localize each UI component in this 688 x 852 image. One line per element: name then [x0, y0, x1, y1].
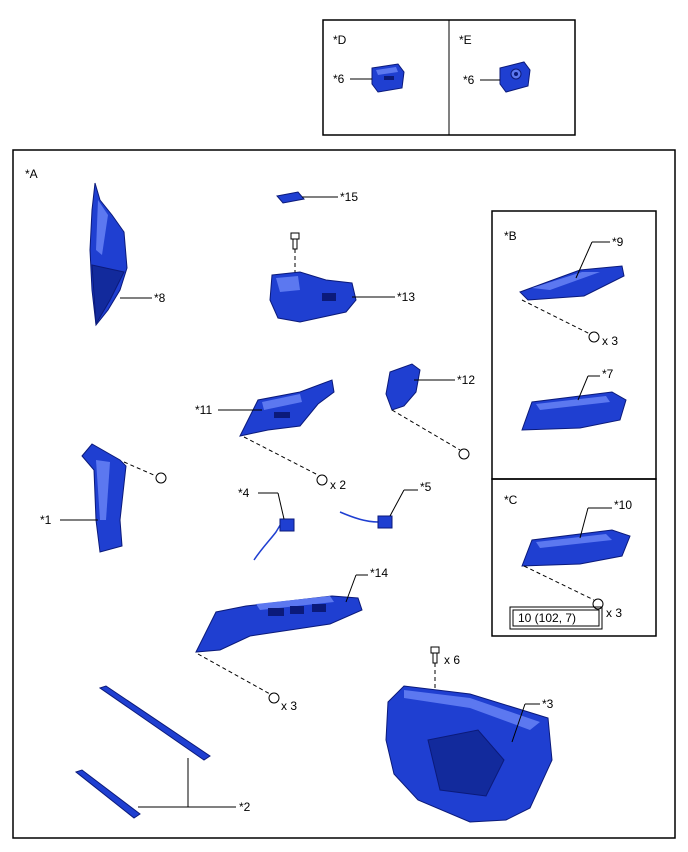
qty-3: x 6	[444, 653, 460, 667]
callout-6-d: *6	[333, 72, 345, 86]
dash-1	[123, 461, 157, 477]
part-5-connector	[339, 511, 393, 529]
part-13-lower-panel	[269, 271, 357, 323]
bolt-11	[316, 474, 328, 486]
callout-9: *9	[612, 235, 624, 249]
part-7-trim	[521, 391, 627, 431]
dash-11	[243, 436, 319, 476]
leader-7	[577, 375, 589, 401]
part-1-pillar-trim	[81, 443, 127, 553]
bolt-12	[458, 448, 470, 460]
qty-14: x 3	[281, 699, 297, 713]
view-b-frame	[491, 210, 657, 480]
torque-box-outer	[509, 606, 603, 630]
part-6-cover-d	[371, 63, 405, 93]
part-3-console-box	[385, 685, 553, 823]
callout-11: *11	[195, 403, 212, 417]
dash-10	[523, 565, 595, 601]
dash-14	[197, 653, 271, 695]
callout-4: *4	[238, 486, 250, 500]
callout-8: *8	[154, 291, 166, 305]
bolt-13	[290, 232, 300, 250]
part-12-cover	[385, 363, 421, 411]
leader-9	[575, 241, 593, 279]
view-e-label: *E	[459, 33, 472, 47]
qty-9: x 3	[602, 334, 618, 348]
leader-14	[345, 574, 357, 603]
leader-4b	[277, 492, 285, 520]
qty-10: x 3	[606, 606, 622, 620]
callout-10: *10	[614, 498, 632, 512]
callout-3: *3	[542, 697, 554, 711]
bolt-14	[268, 692, 280, 704]
view-c-frame	[491, 478, 657, 637]
callout-13: *13	[397, 290, 415, 304]
bolt-3	[430, 646, 440, 664]
part-11-panel	[239, 379, 335, 437]
view-a-frame	[12, 149, 676, 839]
torque-box-inner	[512, 609, 600, 627]
qty-11: x 2	[330, 478, 346, 492]
part-6-cover-e	[499, 61, 531, 93]
part-9-trim	[519, 265, 625, 301]
dash-12	[391, 409, 461, 451]
leader-3	[511, 703, 526, 743]
part-15-clip	[276, 191, 305, 204]
torque-spec: 10 (102, 7)	[518, 611, 576, 625]
callout-6-e: *6	[463, 73, 475, 87]
part-10-trim	[521, 529, 631, 567]
view-a-label: *A	[25, 167, 38, 181]
dash-9	[521, 299, 591, 335]
view-d-label: *D	[333, 33, 347, 47]
callout-12: *12	[457, 373, 475, 387]
callout-2: *2	[239, 800, 251, 814]
part-4-connector	[253, 518, 295, 561]
leader-5b	[389, 489, 405, 517]
bolt-1	[155, 472, 167, 484]
callout-15: *15	[340, 190, 358, 204]
part-8-pillar-garnish	[89, 182, 128, 327]
bolt-9	[588, 331, 600, 343]
callout-14: *14	[370, 566, 388, 580]
leader-10	[579, 507, 589, 539]
callout-1: *1	[40, 513, 52, 527]
part-14-lower-panel	[195, 595, 363, 653]
view-c-label: *C	[504, 493, 518, 507]
callout-5: *5	[420, 480, 432, 494]
part-2-scuff-strips	[74, 685, 211, 819]
view-b-label: *B	[504, 229, 517, 243]
callout-7: *7	[602, 367, 614, 381]
